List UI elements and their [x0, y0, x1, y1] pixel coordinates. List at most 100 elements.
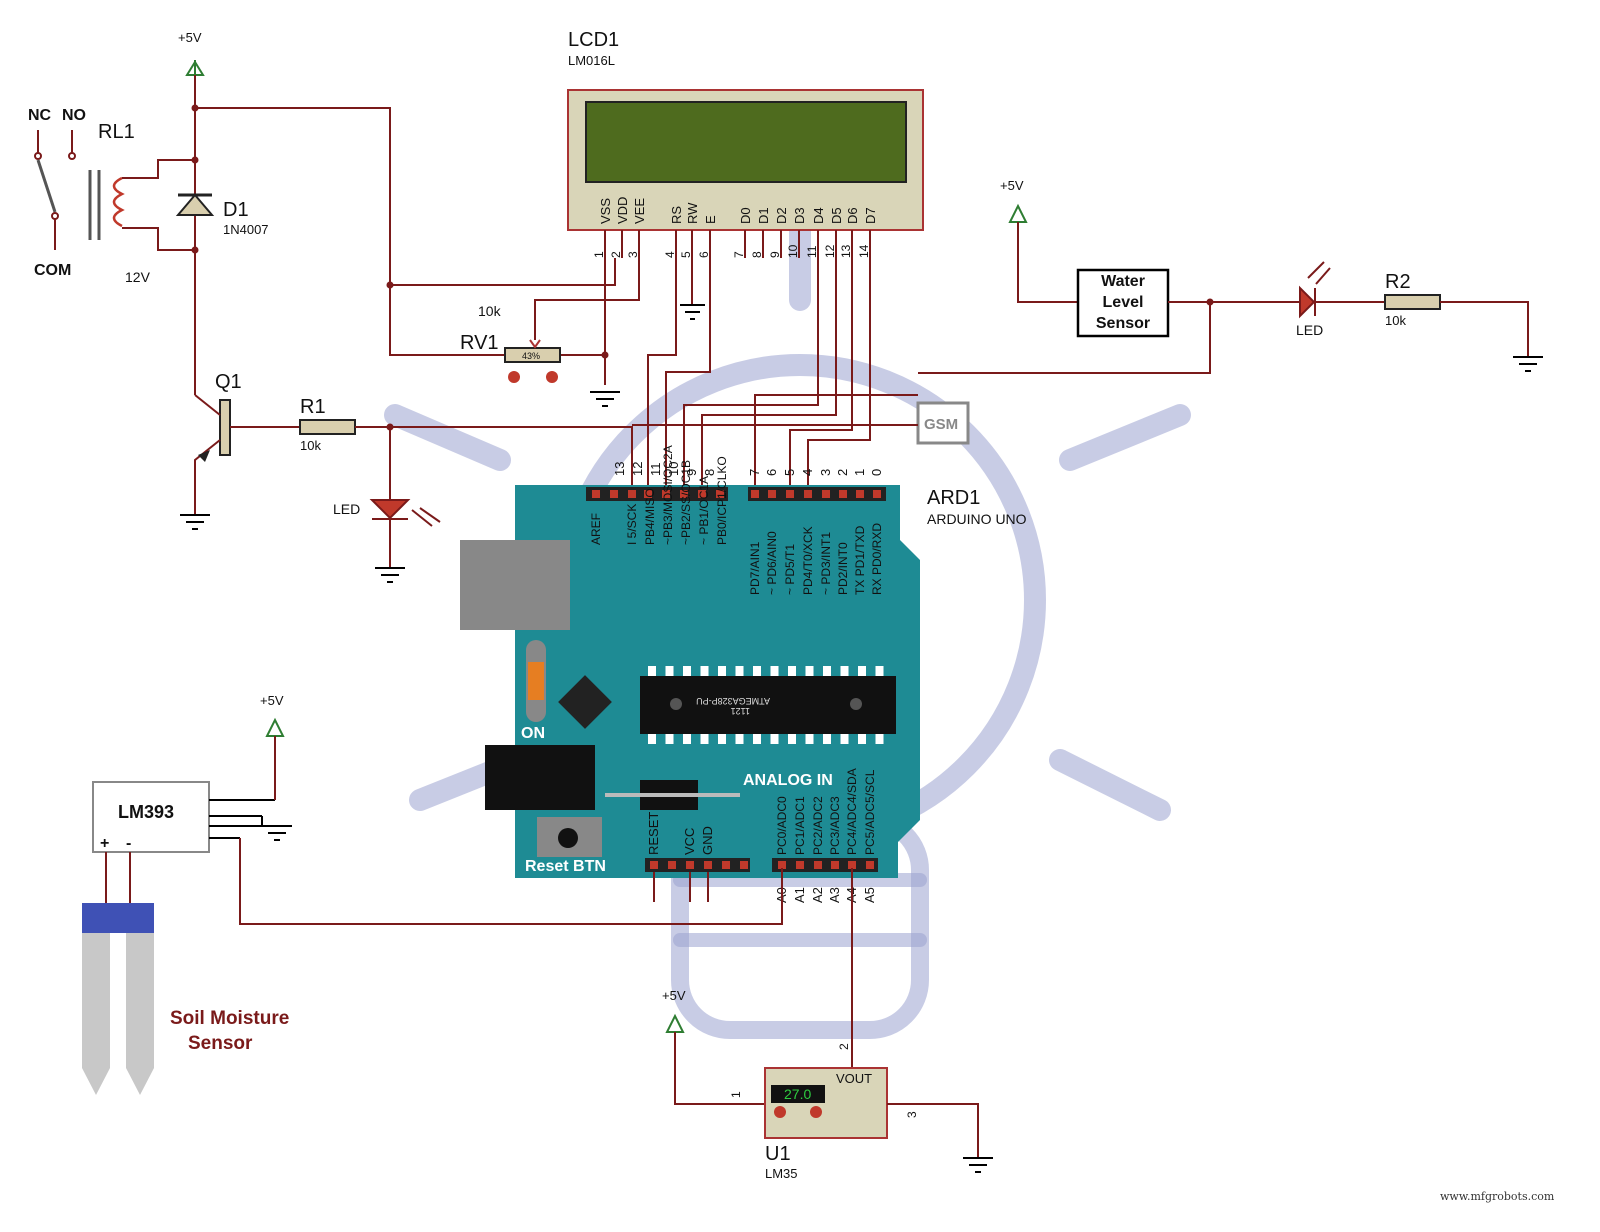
digital-pin-label: PD2/INT0: [836, 542, 850, 595]
svg-text:LM016L: LM016L: [568, 53, 615, 68]
chip-leg: [858, 734, 866, 744]
lcd-pin-label: VDD: [615, 197, 630, 224]
lcd-pin-label: D4: [811, 207, 826, 224]
on-led: [528, 662, 544, 700]
svg-text:RV1: RV1: [460, 332, 499, 354]
digital-pin-label: ~ PD5/T1: [783, 544, 797, 595]
svg-text:Level: Level: [1103, 294, 1144, 311]
analog-pin-label: PC2/ADC2: [811, 796, 825, 855]
digital-pin-number: 10: [666, 462, 681, 476]
analog-pin-number: A5: [862, 887, 877, 903]
svg-text:LCD1: LCD1: [568, 29, 619, 51]
digital-pin-label: PD4/T0/XCK: [801, 526, 815, 595]
resistor-r1: R1 10k: [299, 396, 633, 500]
svg-text:RL1: RL1: [98, 121, 135, 143]
analog-pin-label: PC1/ADC1: [793, 796, 807, 855]
svg-text:1N4007: 1N4007: [223, 222, 269, 237]
supply-5v-lm393: +5V: [260, 693, 285, 800]
header-pin: [866, 861, 874, 869]
digital-pin-number: 9: [684, 469, 699, 476]
power-pin-label: GND: [700, 826, 715, 855]
svg-text:GSM: GSM: [924, 416, 958, 433]
relay-rl1: NC NO RL1 COM 12V: [28, 107, 195, 285]
svg-text:10k: 10k: [1385, 313, 1406, 328]
header-pin: [831, 861, 839, 869]
lcd-lm016l: LCD1 LM016L VSS1VDD2VEE3RS4RW5E6D07D18D2…: [567, 29, 924, 258]
svg-text:+5V: +5V: [662, 988, 686, 1003]
header-pin: [680, 490, 688, 498]
chip-leg: [683, 666, 691, 676]
header-pin: [814, 861, 822, 869]
arduino-ref: ARD1: [927, 487, 980, 509]
header-pin: [804, 490, 812, 498]
power-pin-label: VCC: [682, 828, 697, 855]
digital-pin-number: 2: [835, 469, 850, 476]
lcd-pin-label: E: [703, 215, 718, 224]
diode-d1: D1 1N4007: [175, 193, 269, 237]
digital-pin-label: ~ PD3/INT1: [819, 532, 833, 595]
svg-text:ON: ON: [521, 725, 545, 742]
header-pin: [668, 861, 676, 869]
power-pin-label: RESET: [646, 812, 661, 855]
digital-pin-number: 6: [764, 469, 779, 476]
digital-pin-label: ~PB3/MOSI/OC2A: [661, 445, 675, 545]
chip-leg: [753, 666, 761, 676]
analog-pin-label: PC4/ADC4/SDA: [845, 768, 859, 855]
chip-leg: [875, 666, 884, 676]
ground-lcd-vss: [590, 391, 620, 407]
soil-label-1: Soil Moisture: [170, 1008, 289, 1029]
digital-header-left: [586, 487, 728, 501]
power-jack: [485, 745, 595, 810]
lcd-pin-number: 4: [663, 251, 677, 258]
chip-leg: [770, 666, 779, 676]
ground-q1: [180, 514, 210, 530]
svg-text:+: +: [100, 835, 109, 852]
chip-leg: [718, 666, 726, 676]
usb-port: [460, 540, 570, 630]
power-header: [645, 858, 750, 872]
chip-leg: [788, 734, 796, 744]
analog-pin-label: PC3/ADC3: [828, 796, 842, 855]
chip-leg: [718, 734, 726, 744]
chip-leg: [805, 666, 814, 676]
lcd-pin-label: RW: [685, 202, 700, 224]
svg-text:Reset BTN: Reset BTN: [525, 858, 606, 875]
header-pin: [822, 490, 830, 498]
header-pin: [662, 490, 670, 498]
lcd-pin-number: 13: [839, 244, 853, 258]
chip-leg: [753, 734, 761, 744]
chip-leg: [788, 666, 796, 676]
svg-text:LED: LED: [333, 501, 360, 517]
svg-text:VOUT: VOUT: [836, 1071, 872, 1086]
svg-text:LM393: LM393: [118, 802, 174, 822]
ground-lm393: [262, 825, 292, 841]
digital-pin-label: ~ PD6/AIN0: [765, 531, 779, 595]
svg-text:ANALOG IN: ANALOG IN: [743, 772, 833, 789]
header-pin: [751, 490, 759, 498]
svg-text:3: 3: [905, 1111, 919, 1118]
header-pin: [592, 490, 600, 498]
header-pin: [873, 490, 881, 498]
svg-text:1121: 1121: [731, 706, 750, 716]
lcd-pin-label: D7: [863, 207, 878, 224]
lcd-pin-number: 11: [805, 245, 819, 258]
lcd-pin-number: 2: [609, 251, 623, 258]
digital-pin-label: ~PB2/SS/OC1B: [679, 460, 693, 545]
analog-pin-label: PC5/ADC5/SCL: [863, 769, 877, 855]
gsm-module: GSM: [632, 401, 970, 445]
digital-pin-number: 7: [747, 469, 762, 476]
svg-text:Sensor: Sensor: [1096, 315, 1150, 332]
lcd-pin-number: 12: [823, 244, 837, 258]
lcd-pin-label: D1: [756, 207, 771, 224]
chip-leg: [823, 734, 831, 744]
svg-text:ATMEGA328P-PU: ATMEGA328P-PU: [696, 696, 770, 706]
lcd-screen: [585, 101, 907, 183]
svg-text:D1: D1: [223, 199, 249, 221]
digital-pin-label: AREF: [589, 513, 603, 545]
svg-text:NC: NC: [28, 107, 52, 124]
header-pin: [716, 490, 724, 498]
digital-pin-number: 1: [852, 469, 867, 476]
soil-label-2: Sensor: [188, 1033, 253, 1054]
digital-pin-number: 13: [612, 462, 627, 476]
digital-pin-label: TX PD1/TXD: [853, 525, 867, 595]
